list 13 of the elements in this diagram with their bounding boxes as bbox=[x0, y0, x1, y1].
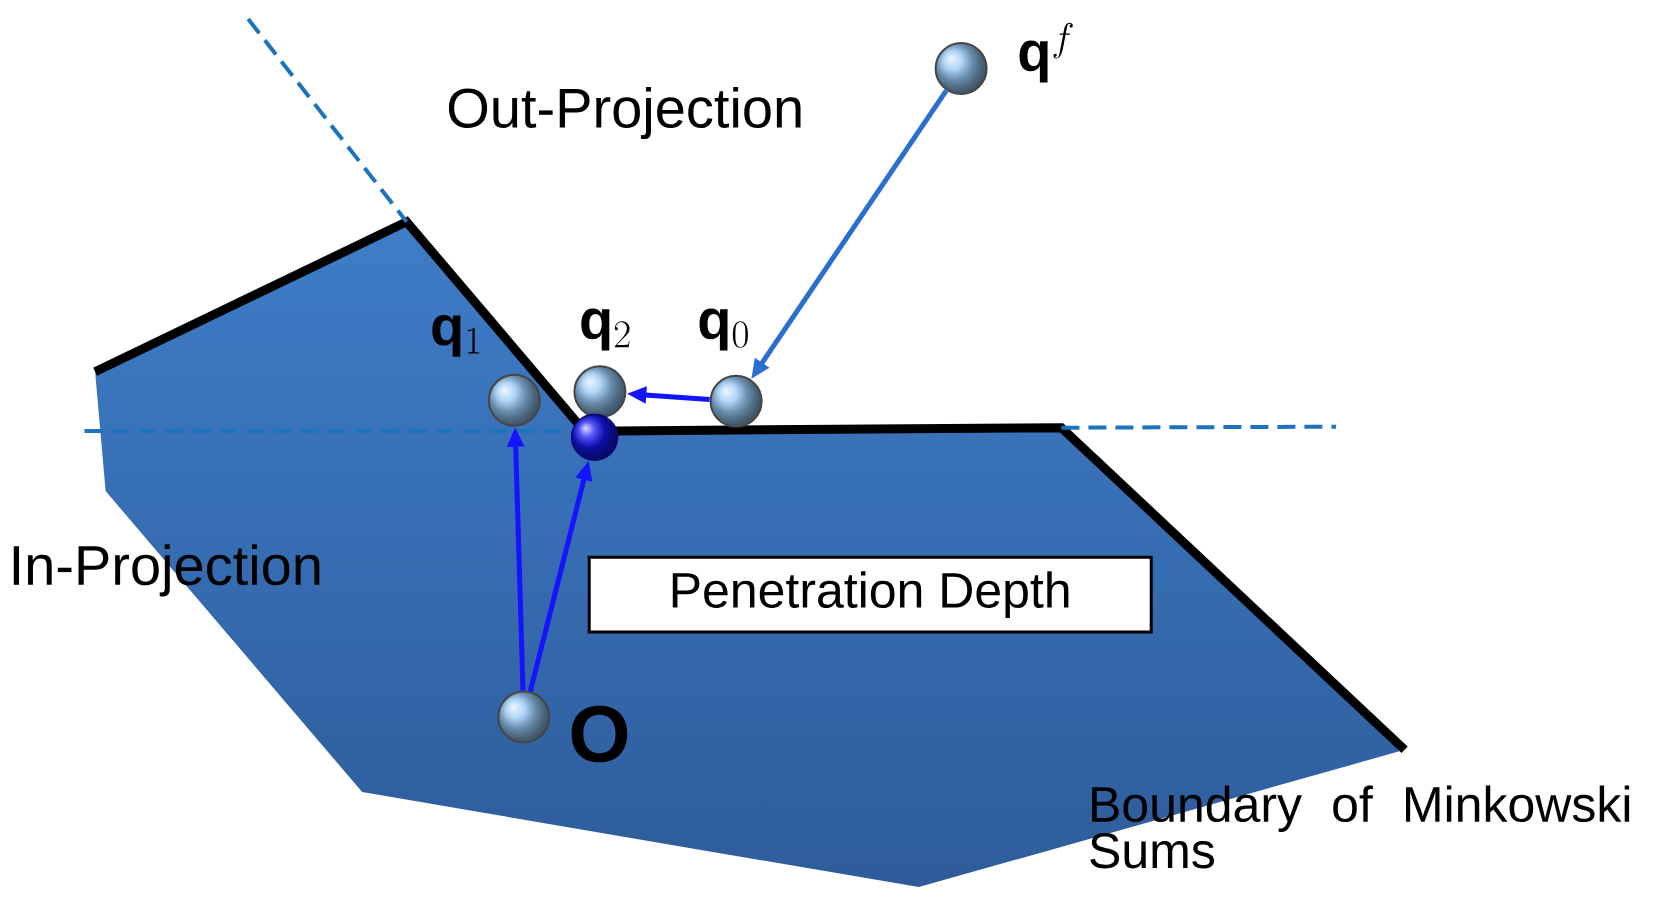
point-circle bbox=[570, 413, 619, 461]
text-box: Penetration Depth bbox=[587, 555, 1153, 634]
point-circle bbox=[573, 365, 627, 419]
point-circle bbox=[497, 690, 551, 744]
point-circle bbox=[934, 42, 988, 96]
point-label: $\mathbf{q}_{0}$ bbox=[699, 308, 748, 351]
point-label: $\mathbf{q}^{f}$ bbox=[1019, 22, 1073, 83]
point-label: $\mathbf{q}_{2}$ bbox=[581, 308, 630, 351]
point-circle bbox=[709, 374, 763, 428]
region-label: Out-Projection bbox=[448, 86, 801, 140]
point-circle bbox=[487, 373, 541, 427]
point-label: $\mathbf{q}_{1}$ bbox=[432, 314, 480, 357]
point-label: $\mathbf{O}$ bbox=[571, 705, 628, 763]
